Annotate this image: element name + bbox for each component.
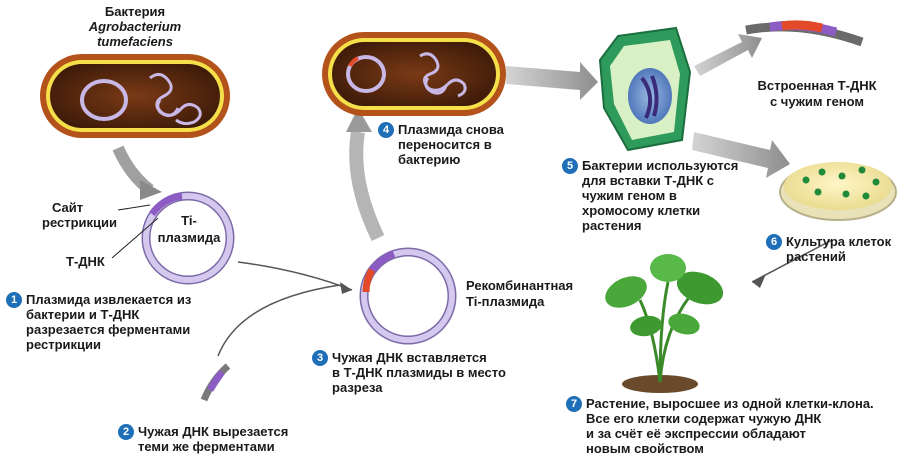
step-7-text: Растение, выросшее из одной клетки-клона… (586, 396, 874, 456)
bacterium-species-line1: Agrobacterium (88, 19, 182, 34)
step-5-line: для вставки Т-ДНК с (582, 173, 714, 188)
ti-plasmid-label-2: плазмида (157, 230, 221, 245)
step-4: 4 Плазмида снова переносится в бактерию (378, 122, 504, 167)
step-3-badge: 3 (312, 350, 328, 366)
step-4-text: Плазмида снова переносится в бактерию (398, 122, 504, 167)
step-3-line: Чужая ДНК вставляется (332, 350, 487, 365)
restriction-site-label-2: рестрикции (42, 215, 118, 230)
tdna-label: Т-ДНК (66, 254, 105, 269)
step-2-badge: 2 (118, 424, 134, 440)
inserted-tdna-label-1: Встроенная Т-ДНК (757, 78, 877, 93)
step-1-line: разрезается ферментами (26, 322, 191, 337)
step-4-line: бактерию (398, 152, 461, 167)
step-5-badge: 5 (562, 158, 578, 174)
recombinant-plasmid (359, 247, 457, 345)
step-1-text: Плазмида извлекается из бактерии и Т-ДНК… (26, 292, 191, 352)
bacterium-2 (322, 32, 506, 116)
step-4-badge: 4 (378, 122, 394, 138)
step-5-line: чужим геном в (582, 188, 677, 203)
step-6-badge: 6 (766, 234, 782, 250)
plant (605, 254, 724, 393)
inserted-tdna (745, 20, 864, 47)
step-2-text: Чужая ДНК вырезается теми же ферментами (138, 424, 288, 454)
step-7-line: новым свойством (586, 441, 704, 456)
step-4-line: Плазмида снова (398, 122, 504, 137)
step-5-line: растения (582, 218, 642, 233)
bacterium-1 (40, 54, 230, 138)
recombinant-label-2: Ti-плазмида (466, 294, 545, 309)
ti-plasmid (111, 191, 235, 285)
step-5: 5 Бактерии используются для вставки Т-ДН… (562, 158, 738, 233)
step-3-text: Чужая ДНК вставляется в Т-ДНК плазмиды в… (332, 350, 506, 395)
step-3-line: в Т-ДНК плазмиды в место (332, 365, 506, 380)
step-7-line: и за счёт её экспрессии обладают (586, 426, 806, 441)
inserted-tdna-label-2: с чужим геном (769, 94, 865, 109)
step-1-line: рестрикции (26, 337, 102, 352)
step-7: 7 Растение, выросшее из одной клетки-кло… (566, 396, 874, 456)
step-5-text: Бактерии используются для вставки Т-ДНК … (582, 158, 738, 233)
step-6: 6 Культура клеток растений (766, 234, 891, 264)
ti-plasmid-label-1: Ti- (181, 213, 197, 228)
step-5-line: хромосому клетки (582, 203, 701, 218)
bacterium-title: Бактерия (104, 4, 166, 19)
step-6-line: растений (786, 249, 846, 264)
step-4-line: переносится в (398, 137, 492, 152)
step-5-line: Бактерии используются (582, 158, 739, 173)
foreign-dna-fragment (200, 363, 231, 402)
step-7-line: Растение, выросшее из одной клетки-клона… (586, 396, 874, 411)
step-6-line: Культура клеток (786, 234, 892, 249)
step-6-text: Культура клеток растений (786, 234, 891, 264)
step-2-line: Чужая ДНК вырезается (138, 424, 289, 439)
plant-cell (598, 26, 692, 152)
step-2: 2 Чужая ДНК вырезается теми же ферментам… (118, 424, 288, 454)
step-7-line: Все его клетки содержат чужую ДНК (586, 411, 822, 426)
petri-dish (779, 162, 897, 221)
bacterium-species-line2: tumefaciens (97, 34, 173, 49)
step-3: 3 Чужая ДНК вставляется в Т-ДНК плазмиды… (312, 350, 506, 395)
step-1: 1 Плазмида извлекается из бактерии и Т-Д… (6, 292, 191, 352)
step-7-badge: 7 (566, 396, 582, 412)
step-3-line: разреза (332, 380, 383, 395)
step-1-line: бактерии и Т-ДНК (26, 307, 140, 322)
step-2-line: теми же ферментами (138, 439, 275, 454)
recombinant-label-1: Рекомбинантная (466, 278, 574, 293)
step-1-line: Плазмида извлекается из (26, 292, 192, 307)
step-1-badge: 1 (6, 292, 22, 308)
restriction-site-label-1: Сайт (52, 200, 84, 215)
